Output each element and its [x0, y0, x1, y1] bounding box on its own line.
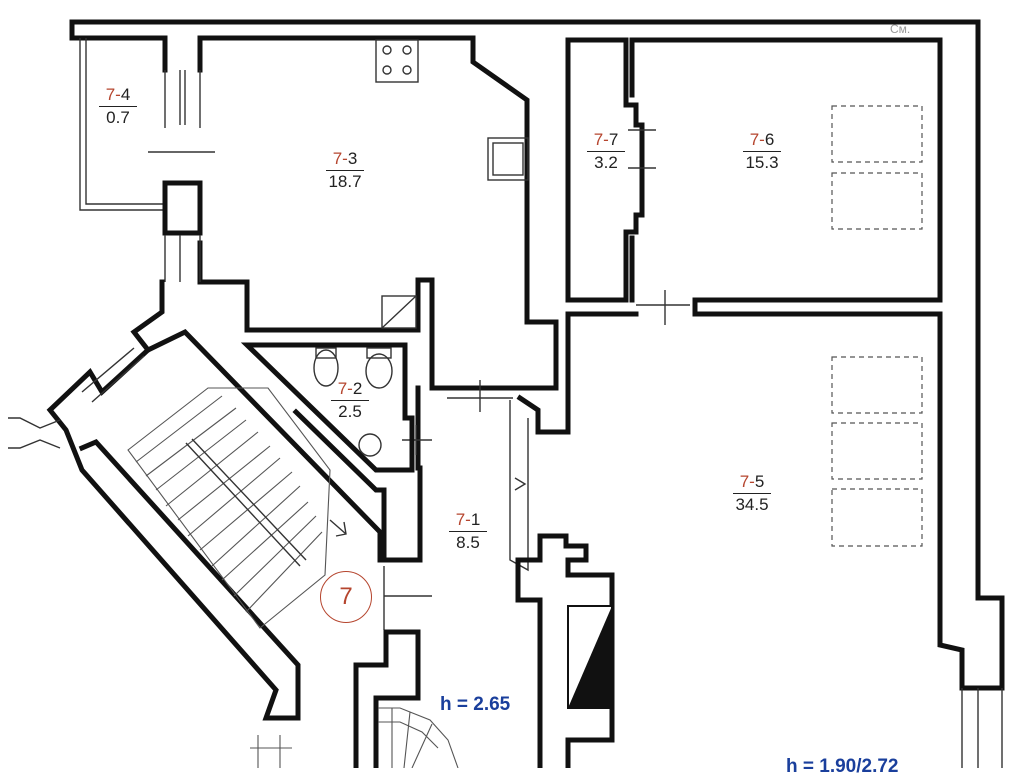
- wall-corridor: [292, 385, 423, 563]
- door-7-6: [628, 129, 656, 169]
- window-right: [961, 688, 1003, 768]
- room-label-7-1: 7-1 8.5: [433, 511, 503, 552]
- door-7-6-7-5: [636, 290, 690, 325]
- stair-arrow: [329, 519, 347, 537]
- corner-stamp: См.: [890, 22, 911, 36]
- kitchen-sink: [487, 137, 529, 181]
- section-marker: 7: [320, 571, 372, 623]
- toilet: [365, 353, 393, 389]
- vent-shaft: [381, 295, 417, 329]
- stair-window: [81, 347, 145, 403]
- wall-stair-inner: [144, 328, 383, 563]
- spiral-stair: [378, 707, 459, 768]
- wall-lower: [353, 629, 421, 768]
- door-entrance: [383, 566, 432, 630]
- ceiling-height-main: h = 1.90/2.72: [786, 756, 899, 777]
- wall-bathroom: [240, 342, 415, 473]
- wardrobe: [831, 488, 923, 547]
- ceiling-height-corridor: h = 2.65: [440, 694, 511, 715]
- wardrobe: [831, 105, 923, 163]
- stair-handrail: [185, 438, 307, 567]
- door-kitchen-corridor: [447, 380, 513, 412]
- window-left: [164, 70, 201, 282]
- stove: [375, 39, 419, 83]
- wall-room-7-6: [629, 37, 943, 303]
- room-label-7-6: 7-6 15.3: [727, 131, 797, 172]
- wall-room-7-7: [565, 37, 645, 303]
- wall-stair-outer: [46, 279, 301, 721]
- wardrobe: [831, 356, 923, 414]
- toilet: [313, 349, 339, 387]
- outer-wall-top-left: [69, 19, 168, 73]
- wall-kitchen: [197, 35, 559, 391]
- room-label-7-4: 7-4 0.7: [83, 86, 153, 127]
- wardrobe: [831, 172, 923, 230]
- stair-landing: [8, 417, 61, 449]
- stair-bottom-door: [250, 735, 292, 768]
- wardrobe: [831, 422, 923, 480]
- room-label-7-5: 7-5 34.5: [717, 473, 787, 514]
- room-label-7-2: 7-2 2.5: [315, 380, 385, 421]
- washbasin: [358, 433, 382, 457]
- corridor-door-leaf: [509, 400, 529, 572]
- room-label-7-3: 7-3 18.7: [310, 150, 380, 191]
- column: [162, 180, 203, 236]
- wall-room-7-5: [516, 311, 639, 435]
- door-bath: [402, 425, 432, 455]
- room-label-7-7: 7-7 3.2: [571, 131, 641, 172]
- balcony-rail: [79, 38, 165, 211]
- outer-wall-top: [69, 19, 1005, 691]
